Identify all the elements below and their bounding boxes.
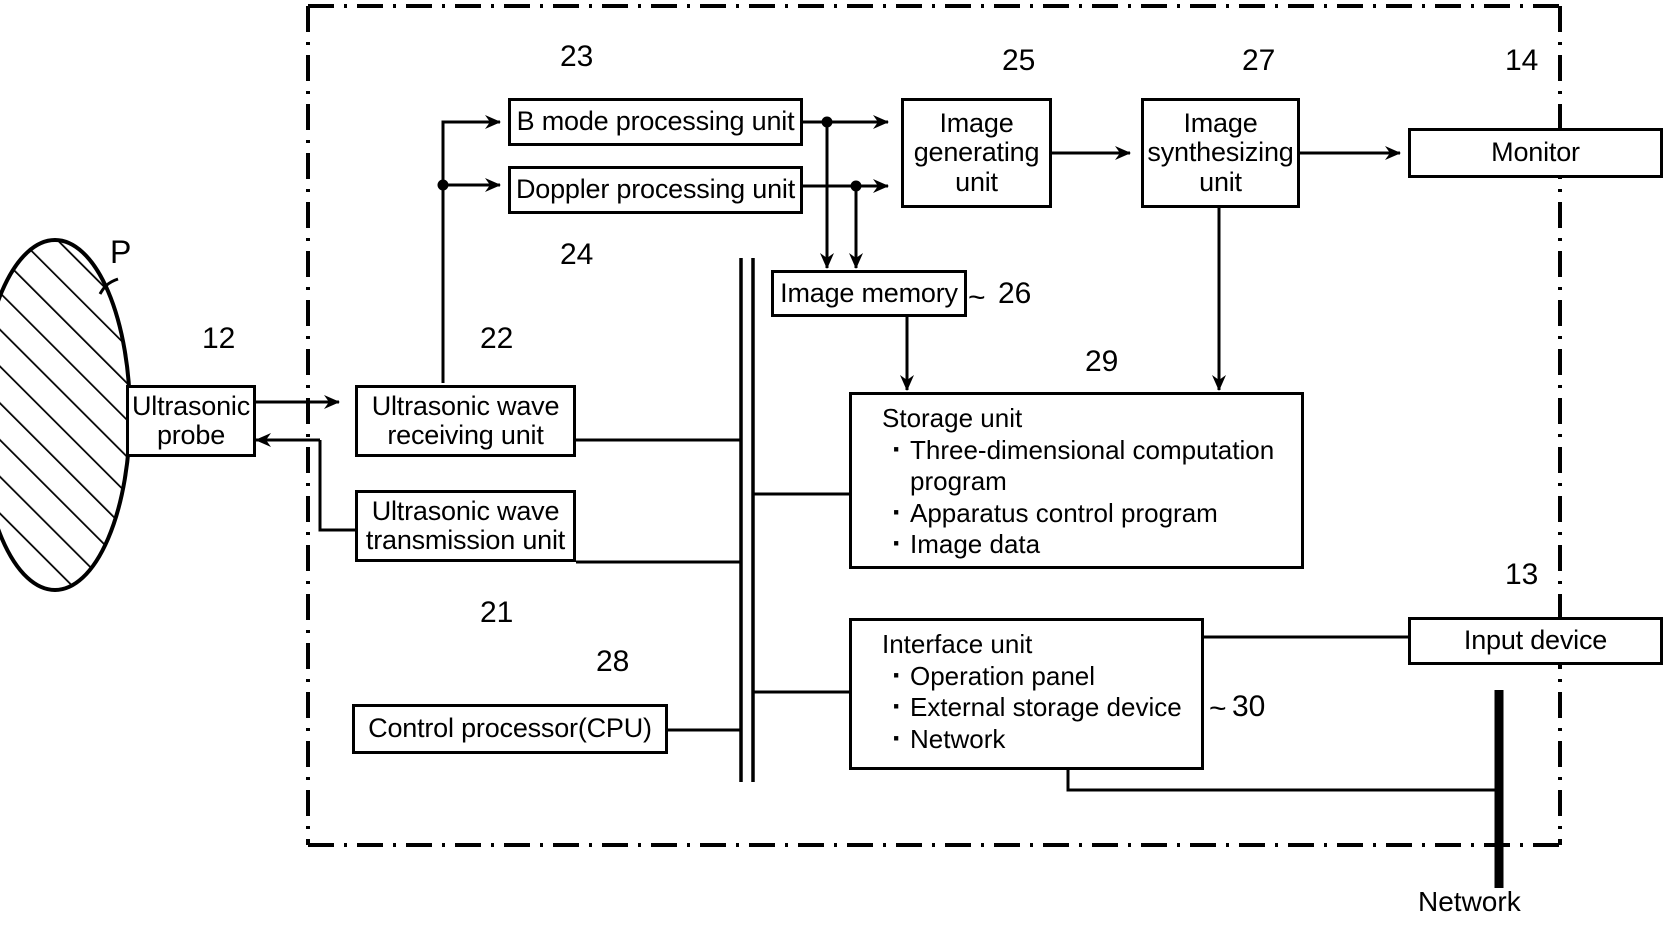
- junction-dot: [850, 180, 862, 192]
- interface-to-network: [1066, 770, 1497, 792]
- list-item: Three-dimensional computation program: [892, 432, 1301, 497]
- transmission-out-path: [318, 440, 355, 532]
- block-doppler-processing-unit[interactable]: Doppler processing unit: [508, 166, 803, 214]
- block-image-synthesizing-unit[interactable]: Image synthesizing unit: [1141, 98, 1300, 208]
- ref-24: 24: [560, 238, 594, 271]
- ref-29: 29: [1085, 345, 1119, 378]
- ref-21: 21: [480, 596, 514, 629]
- block-label: B mode processing unit: [516, 106, 795, 137]
- ref-13: 13: [1505, 558, 1539, 591]
- network-label: Network: [1418, 886, 1521, 917]
- block-label: Doppler processing unit: [515, 174, 796, 205]
- block-label: Ultrasonic wave transmission unit: [365, 495, 566, 555]
- list-item: Apparatus control program: [892, 495, 1301, 531]
- block-b-mode-processing-unit[interactable]: B mode processing unit: [508, 98, 803, 146]
- block-ultrasonic-wave-receiving-unit[interactable]: Ultrasonic wave receiving unit: [355, 385, 576, 457]
- block-ultrasonic-wave-transmission-unit[interactable]: Ultrasonic wave transmission unit: [355, 490, 576, 562]
- block-storage-unit[interactable]: Storage unit Three-dimensional computati…: [849, 392, 1304, 569]
- block-label: Ultrasonic probe: [131, 390, 251, 450]
- list-item: Image data: [892, 526, 1301, 562]
- ref-28: 28: [596, 645, 630, 678]
- block-label: Ultrasonic wave receiving unit: [371, 390, 560, 450]
- block-label: Image generating unit: [913, 108, 1040, 197]
- ref-12: 12: [202, 322, 236, 355]
- junction-dot: [821, 116, 833, 128]
- block-image-generating-unit[interactable]: Image generating unit: [901, 98, 1052, 208]
- ref-30: 30: [1232, 690, 1266, 723]
- block-label: Input device: [1463, 625, 1608, 656]
- storage-unit-header: Storage unit: [882, 403, 1023, 433]
- list-item: External storage device: [892, 689, 1201, 725]
- block-ultrasonic-probe[interactable]: Ultrasonic probe: [126, 385, 256, 457]
- patient-label: P: [110, 234, 132, 270]
- ref-23: 23: [560, 40, 594, 73]
- block-interface-unit[interactable]: Interface unit Operation panel External …: [849, 618, 1204, 770]
- list-item: Operation panel: [892, 658, 1201, 694]
- ref-26-tilde: ~: [968, 281, 986, 314]
- ref-30-tilde: ~: [1209, 692, 1227, 725]
- block-input-device[interactable]: Input device: [1408, 617, 1663, 665]
- junction-dot: [437, 179, 449, 191]
- block-label: Control processor(CPU): [368, 713, 652, 744]
- block-monitor[interactable]: Monitor: [1408, 128, 1663, 178]
- ref-22: 22: [480, 322, 514, 355]
- patient-leader: [98, 277, 119, 295]
- ref-25: 25: [1002, 44, 1036, 77]
- ref-14: 14: [1505, 44, 1539, 77]
- list-item: Network: [892, 721, 1201, 757]
- ref-27: 27: [1242, 44, 1276, 77]
- interface-unit-header: Interface unit: [882, 629, 1033, 659]
- ref-26: 26: [998, 277, 1032, 310]
- receiving-to-bmode: [441, 115, 501, 383]
- block-label: Image synthesizing unit: [1147, 108, 1294, 197]
- block-label: Image memory: [780, 277, 958, 308]
- storage-unit-list: Three-dimensional computation program Ap…: [882, 432, 1301, 562]
- patient-ellipse: [0, 238, 132, 592]
- block-image-memory[interactable]: Image memory: [771, 270, 967, 317]
- interface-unit-list: Operation panel External storage device …: [882, 658, 1201, 757]
- block-control-processor[interactable]: Control processor(CPU): [352, 704, 668, 754]
- block-label: Monitor: [1491, 137, 1580, 168]
